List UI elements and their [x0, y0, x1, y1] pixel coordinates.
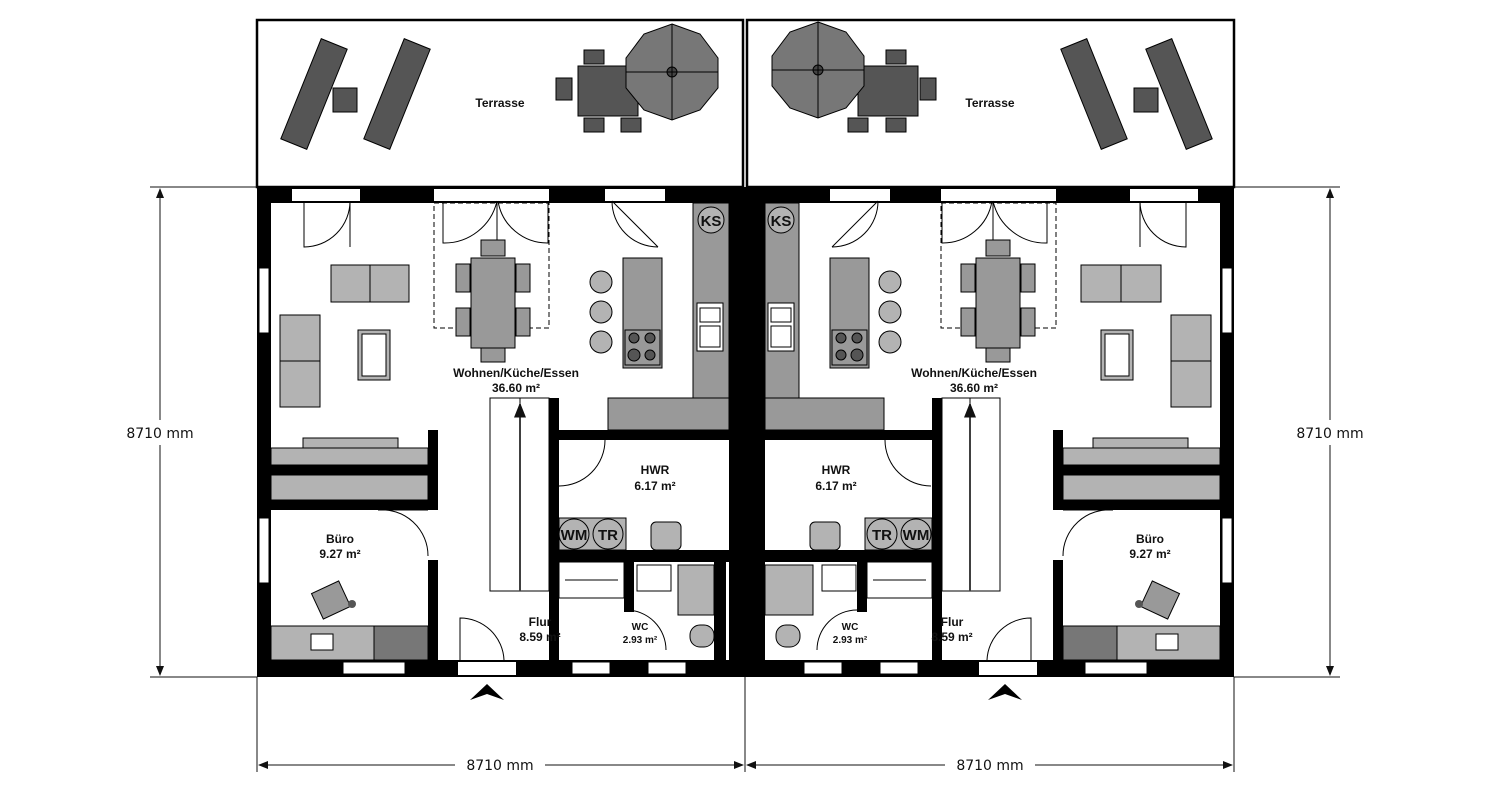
terrace-table	[847, 49, 937, 133]
entrance-arrow-icon	[470, 684, 504, 700]
sofa	[1080, 264, 1212, 408]
kitchen-counter	[764, 397, 885, 431]
toilet	[689, 624, 715, 648]
party-wall	[729, 187, 765, 677]
washbasin	[821, 564, 857, 592]
kitchen-counter	[607, 397, 730, 431]
dimension-left-height: 8710 mm	[126, 426, 193, 442]
dining-table	[960, 239, 1036, 363]
dimension-bottom-right: 8710 mm	[956, 758, 1023, 774]
office-area: 9.27 m²	[319, 547, 360, 561]
wc-area: 2.93 m²	[623, 635, 658, 646]
washer-label: WM	[561, 527, 588, 544]
living-area: 36.60 m²	[492, 381, 540, 395]
office-chair	[1135, 580, 1181, 620]
hall-label: Flur	[941, 615, 964, 629]
sun-lounger	[280, 38, 431, 150]
kitchen-counter-side	[764, 202, 800, 399]
hall-area: 8.59 m²	[931, 630, 972, 644]
bar-stools	[589, 270, 613, 354]
wc-label: WC	[632, 622, 649, 633]
wc-label: WC	[842, 622, 859, 633]
cooktop-icon	[831, 329, 868, 366]
shower-tray	[677, 564, 715, 616]
office-area: 9.27 m²	[1129, 547, 1170, 561]
living-label: Wohnen/Küche/Essen	[911, 366, 1037, 380]
unit-right: Terrasse KS	[745, 18, 1236, 700]
dimension-bottom-left: 8710 mm	[466, 758, 533, 774]
parasol-icon	[771, 21, 865, 119]
entrance-arrow-icon	[988, 684, 1022, 700]
fridge-icon: KS	[697, 206, 725, 234]
hall-area: 8.59 m²	[519, 630, 560, 644]
washing-machine-icon: WM	[900, 518, 932, 550]
hwr-label: HWR	[822, 463, 851, 477]
unit-left: Terrasse	[255, 18, 765, 700]
dryer-icon: TR	[592, 518, 624, 550]
dryer-label: TR	[598, 527, 618, 544]
parasol-icon	[625, 23, 719, 121]
washbasin	[636, 564, 672, 592]
fridge-label: KS	[701, 213, 722, 230]
hwr-area: 6.17 m²	[815, 479, 856, 493]
fridge-icon: KS	[767, 206, 795, 234]
washer-label: WM	[903, 527, 930, 544]
hwr-label: HWR	[641, 463, 670, 477]
living-label: Wohnen/Küche/Essen	[453, 366, 579, 380]
hall-label: Flur	[529, 615, 552, 629]
sun-lounger	[1060, 38, 1213, 150]
washing-machine-icon: WM	[558, 518, 590, 550]
office-label: Büro	[326, 532, 354, 546]
wc-area: 2.93 m²	[833, 635, 868, 646]
office-label: Büro	[1136, 532, 1164, 546]
sink-icon	[696, 302, 724, 352]
laundry-basket	[650, 521, 682, 551]
dryer-label: TR	[872, 527, 892, 544]
staircase	[941, 397, 1001, 592]
toilet	[775, 624, 801, 648]
dimension-lines	[150, 186, 1340, 772]
terrace-label: Terrasse	[475, 96, 524, 110]
dining-table	[455, 239, 531, 363]
terrace-label: Terrasse	[965, 96, 1014, 110]
cooktop-icon	[624, 329, 661, 366]
laundry-basket	[809, 521, 841, 551]
kitchen-counter-side	[692, 202, 730, 399]
living-area: 36.60 m²	[950, 381, 998, 395]
dimension-right-height: 8710 mm	[1296, 426, 1363, 442]
sink-icon	[767, 302, 795, 352]
dryer-icon: TR	[866, 518, 898, 550]
shower-tray	[764, 564, 814, 616]
bar-stools	[878, 270, 902, 354]
sofa	[279, 264, 410, 408]
hwr-area: 6.17 m²	[634, 479, 675, 493]
fridge-label: KS	[771, 213, 792, 230]
office-chair	[310, 580, 356, 620]
